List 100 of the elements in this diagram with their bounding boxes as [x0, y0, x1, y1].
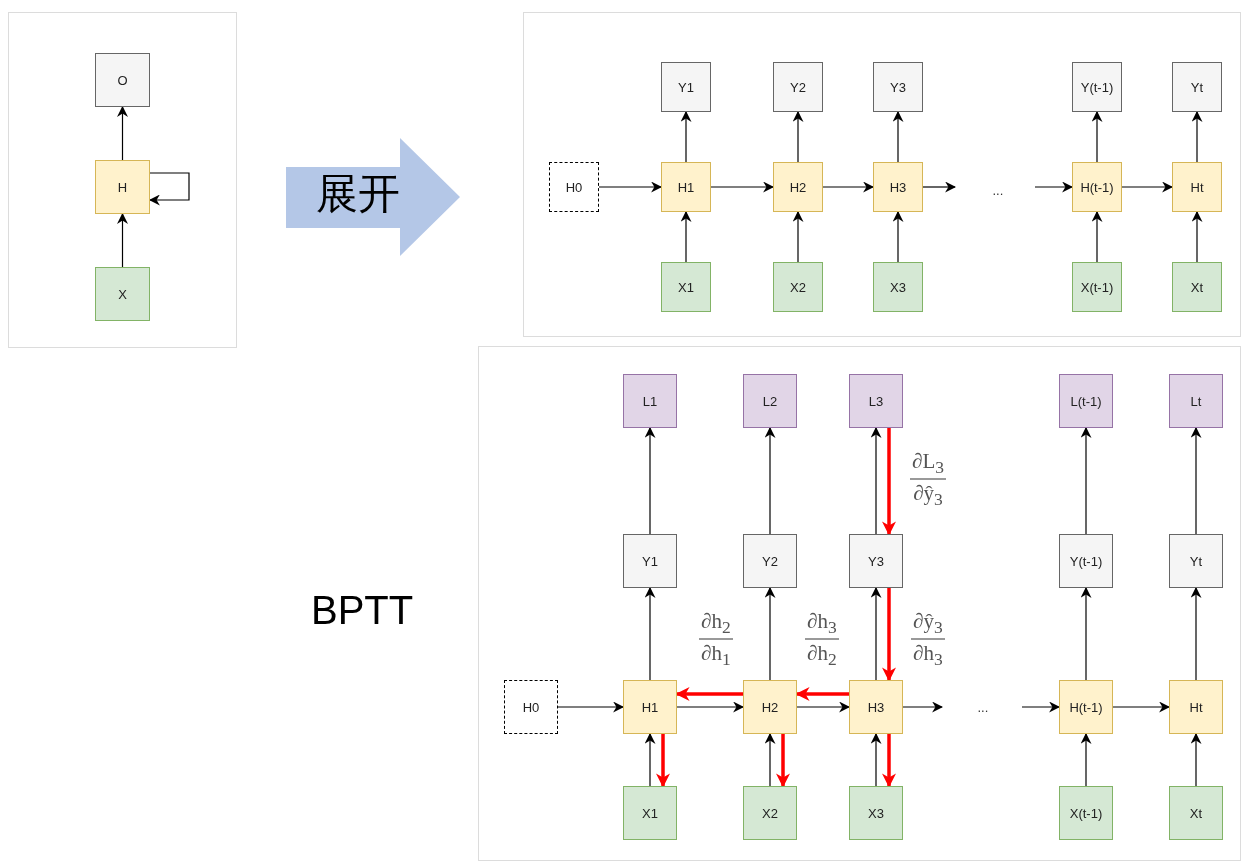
- gradient-arrow: [882, 588, 896, 682]
- arrow: [1191, 110, 1203, 163]
- output-box: [1172, 62, 1222, 112]
- arrow: [644, 426, 656, 535]
- node-label: L1: [642, 393, 658, 409]
- node-label: Xt: [1189, 805, 1203, 821]
- node-label: H2: [761, 699, 779, 715]
- output-box: [1059, 534, 1113, 588]
- arrow: [764, 586, 776, 681]
- loss-box: [743, 374, 797, 428]
- arrow: [117, 105, 128, 161]
- hidden-state-box: [773, 162, 823, 212]
- arrow: [1190, 586, 1202, 681]
- input-box: [1072, 262, 1122, 312]
- gradient-arrow: [882, 734, 896, 788]
- input-box: [1172, 262, 1222, 312]
- arrow: [1190, 426, 1202, 535]
- input-box: [1169, 786, 1223, 840]
- loss-box: [849, 374, 903, 428]
- node-label: X(t-1): [1069, 805, 1103, 821]
- input-box: [95, 267, 150, 321]
- arrow: [117, 212, 128, 268]
- arrow: [148, 172, 190, 206]
- node-label: X3: [890, 279, 906, 295]
- node-label: H: [117, 179, 128, 195]
- node-label: Y(t-1): [1069, 553, 1103, 569]
- arrow: [870, 426, 882, 535]
- node-label: Y2: [790, 79, 806, 95]
- hidden-state-box: [661, 162, 711, 212]
- node-label: L3: [868, 393, 884, 409]
- hidden-state-box: [1172, 162, 1222, 212]
- node-label: Yt: [1190, 79, 1204, 95]
- input-box: [1059, 786, 1113, 840]
- output-box: [849, 534, 903, 588]
- node-label: H3: [867, 699, 885, 715]
- node-label: X2: [790, 279, 806, 295]
- output-box: [661, 62, 711, 112]
- arrow: [1034, 181, 1074, 193]
- node-label: H2: [789, 179, 807, 195]
- node-label: X: [118, 286, 127, 302]
- unfold-arrow: [286, 138, 460, 256]
- node-label: X1: [642, 805, 658, 821]
- ellipsis-text: ...: [977, 699, 989, 715]
- initial-state-box: [549, 162, 599, 212]
- arrow: [1191, 210, 1203, 263]
- input-box: [623, 786, 677, 840]
- node-label: L(t-1): [1070, 393, 1102, 409]
- node-label: H1: [677, 179, 695, 195]
- node-label: X(t-1): [1080, 279, 1114, 295]
- arrow: [870, 732, 882, 787]
- arrow: [676, 701, 745, 713]
- arrow: [792, 110, 804, 163]
- node-label: Y1: [678, 79, 694, 95]
- output-box: [873, 62, 923, 112]
- arrow: [557, 701, 625, 713]
- arrow: [1080, 732, 1092, 787]
- arrow: [1080, 586, 1092, 681]
- arrow: [644, 732, 656, 787]
- arrow: [922, 181, 957, 193]
- gradient-arrow: [656, 734, 670, 788]
- section-title: BPTT: [311, 587, 414, 633]
- arrow: [1091, 110, 1103, 163]
- arrow: [892, 110, 904, 163]
- node-label: Lt: [1190, 393, 1202, 409]
- gradient-arrow: [882, 428, 896, 536]
- node-label: H3: [889, 179, 907, 195]
- node-label: X1: [678, 279, 694, 295]
- hidden-state-box: [1169, 680, 1223, 734]
- hidden-state-box: [1059, 680, 1113, 734]
- arrow: [598, 181, 663, 193]
- node-label: L2: [762, 393, 778, 409]
- arrow: [1021, 701, 1061, 713]
- initial-state-box: [504, 680, 558, 734]
- arrow: [680, 110, 692, 163]
- node-label: Xt: [1190, 279, 1204, 295]
- arrow: [1190, 732, 1202, 787]
- arrow: [644, 586, 656, 681]
- arrow: [764, 426, 776, 535]
- output-box: [1072, 62, 1122, 112]
- node-label: Yt: [1189, 553, 1203, 569]
- arrow: [892, 210, 904, 263]
- loss-box: [1059, 374, 1113, 428]
- input-box: [773, 262, 823, 312]
- node-label: X3: [868, 805, 884, 821]
- node-label: Y3: [890, 79, 906, 95]
- arrow: [792, 210, 804, 263]
- loss-box: [1169, 374, 1223, 428]
- arrow: [902, 701, 944, 713]
- node-label: X2: [762, 805, 778, 821]
- node-label: Ht: [1189, 699, 1203, 715]
- node-label: H(t-1): [1080, 179, 1114, 195]
- arrow: [764, 732, 776, 787]
- arrow: [1121, 181, 1174, 193]
- output-box: [773, 62, 823, 112]
- arrow-label: 展开: [316, 173, 400, 215]
- input-box: [873, 262, 923, 312]
- arrow: [870, 586, 882, 681]
- hidden-state-box: [1072, 162, 1122, 212]
- ellipsis-text: ...: [992, 182, 1004, 198]
- output-box: [743, 534, 797, 588]
